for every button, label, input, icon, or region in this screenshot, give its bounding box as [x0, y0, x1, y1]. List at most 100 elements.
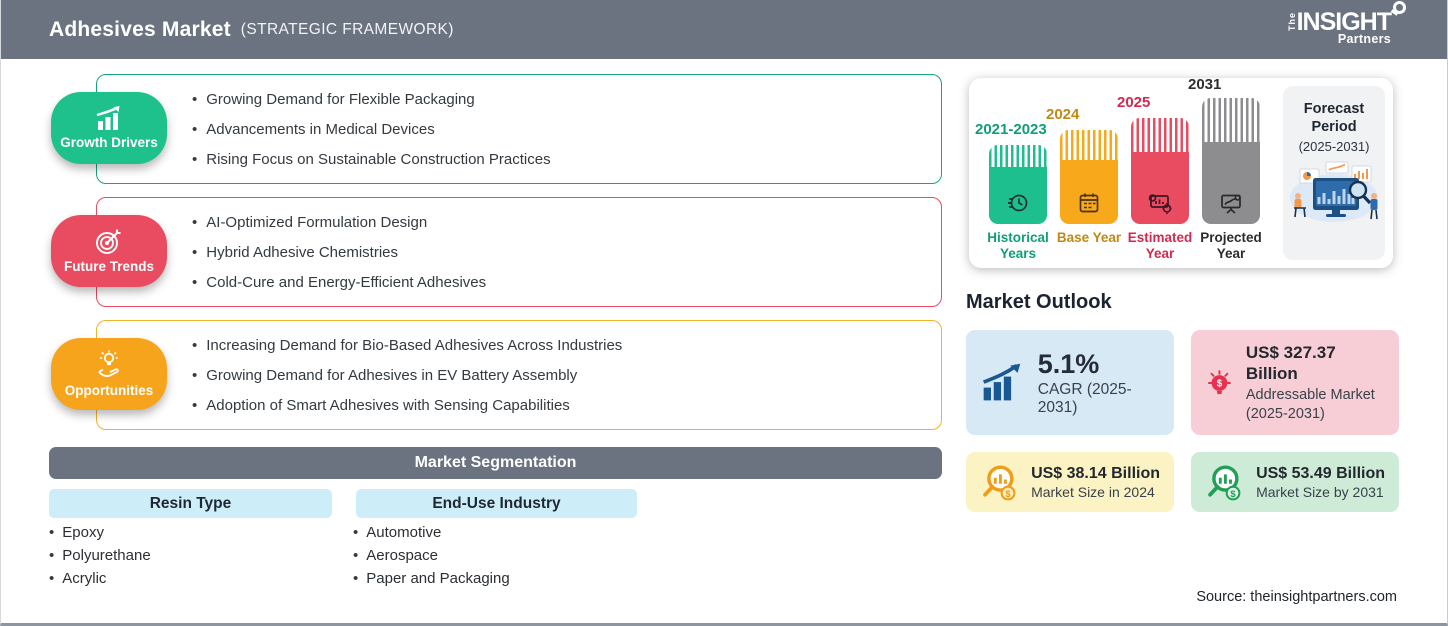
bulb-hand-icon: [98, 350, 119, 377]
bar-chart-growth-icon: [982, 363, 1021, 400]
historical-years-label: Historical Years: [987, 230, 1049, 261]
cagr-value: 5.1%: [1037, 348, 1100, 379]
market-size-2024-card: $ US$ 38.14 Billion Market Size in 2024: [966, 452, 1174, 512]
resin-type-header: Resin Type: [49, 489, 332, 518]
projected-year-bar: [1202, 98, 1260, 224]
list-item: •Automotive: [353, 524, 442, 541]
bar-stripes: [1131, 118, 1189, 152]
market-size-2031-value: US$ 53.49 Billion: [1256, 465, 1385, 482]
bar-stripes: [1060, 130, 1118, 160]
base-year-label: Base Year: [1056, 230, 1122, 245]
list-item: •Epoxy: [49, 524, 104, 541]
magnifier-chart-dollar-icon: $: [1208, 465, 1241, 501]
projected-year-label: Projected Year: [1200, 230, 1262, 261]
opportunities-box: •Increasing Demand for Bio-Based Adhesiv…: [96, 320, 942, 430]
list-item: •Polyurethane: [49, 547, 151, 564]
end-use-industry-list: •Automotive •Aerospace •Paper and Packag…: [353, 524, 510, 587]
cagr-label: CAGR (2025-2031): [1037, 380, 1132, 416]
calendar-icon: [1079, 193, 1099, 213]
timeline-year: 2025: [1117, 94, 1151, 111]
target-dart-icon: [96, 229, 121, 254]
market-size-2024-value: US$ 38.14 Billion: [1031, 465, 1160, 482]
logo-insight-text: INSIGHT: [1297, 1, 1406, 35]
bullet-icon: •: [49, 524, 55, 541]
market-size-2031-label: Market Size by 2031: [1256, 484, 1384, 500]
source-text: Source: theinsightpartners.com: [1196, 589, 1397, 605]
bullet-icon: •: [192, 366, 198, 384]
svg-text:$: $: [1230, 489, 1236, 499]
pill-label: Future Trends: [63, 259, 154, 274]
list-item: •Adoption of Smart Adhesives with Sensin…: [192, 396, 570, 414]
opportunities-pill: Opportunities: [51, 338, 167, 410]
page-subtitle: (STRATEGIC FRAMEWORK): [240, 20, 454, 38]
magnifier-chart-dollar-icon: $: [983, 465, 1016, 501]
bar-stripes: [1202, 98, 1260, 142]
market-size-2024-label: Market Size in 2024: [1031, 484, 1155, 500]
growth-drivers-pill: Growth Drivers: [51, 92, 167, 164]
bullet-icon: •: [192, 273, 198, 291]
future-trends-box: •AI-Optimized Formulation Design •Hybrid…: [96, 197, 942, 307]
forecast-period-panel: Forecast Period (2025-2031): [1283, 86, 1385, 260]
list-item: •AI-Optimized Formulation Design: [192, 213, 428, 231]
forecast-period-range: (2025-2031): [1298, 139, 1370, 154]
logo-partners-text: Partners: [1337, 32, 1391, 46]
future-trends-pill: Future Trends: [51, 215, 167, 287]
analytics-illustration: [1290, 161, 1378, 222]
estimated-year-label: Estimated Year: [1127, 230, 1193, 261]
bullet-icon: •: [353, 570, 359, 587]
list-item: •Growing Demand for Flexible Packaging: [192, 90, 475, 108]
bullet-icon: •: [353, 547, 359, 564]
addressable-market-value: US$ 327.37 Billion: [1245, 342, 1336, 383]
timeline-card: 2021-2023 2024 2025 2031: [969, 76, 1393, 268]
projection-screen-icon: [1221, 194, 1241, 214]
logo-the-text: The: [1286, 11, 1297, 31]
bullet-icon: •: [192, 243, 198, 261]
list-item: •Acrylic: [49, 570, 107, 587]
timeline-year: 2031: [1188, 76, 1222, 93]
bullet-icon: •: [49, 547, 55, 564]
svg-text:$: $: [1005, 489, 1011, 499]
forecast-period-title: Forecast Period: [1303, 101, 1365, 135]
list-item: •Paper and Packaging: [353, 570, 510, 587]
addressable-market-card: $ US$ 327.37 Billion Addressable Market …: [1191, 330, 1399, 435]
end-use-industry-header: End-Use Industry: [356, 489, 637, 518]
bullet-icon: •: [49, 570, 55, 587]
pill-label: Opportunities: [64, 383, 154, 398]
market-outlook-title: Market Outlook: [966, 291, 1112, 313]
growth-drivers-box: •Growing Demand for Flexible Packaging •…: [96, 74, 942, 184]
list-item: •Rising Focus on Sustainable Constructio…: [192, 150, 551, 168]
magnifier-icon: [1393, 1, 1406, 14]
bullet-icon: •: [192, 150, 198, 168]
historical-years-bar: [989, 145, 1047, 224]
history-clock-icon: [1008, 194, 1028, 212]
list-item: •Cold-Cure and Energy-Efficient Adhesive…: [192, 273, 487, 291]
market-size-2031-card: $ US$ 53.49 Billion Market Size by 2031: [1191, 452, 1399, 512]
estimated-year-bar: [1131, 118, 1189, 224]
bullet-icon: •: [192, 90, 198, 108]
page-title: Adhesives Market: [49, 17, 231, 41]
list-item: •Aerospace: [353, 547, 438, 564]
timeline-year: 2024: [1046, 106, 1080, 123]
list-item: •Growing Demand for Adhesives in EV Batt…: [192, 366, 578, 384]
list-item: •Advancements in Medical Devices: [192, 120, 435, 138]
bullet-icon: •: [192, 213, 198, 231]
list-item: •Increasing Demand for Bio-Based Adhesiv…: [192, 336, 623, 354]
bullet-icon: •: [192, 120, 198, 138]
bulb-dollar-icon: $: [1207, 369, 1231, 394]
bullet-icon: •: [192, 396, 198, 414]
pill-label: Growth Drivers: [60, 135, 158, 150]
market-segmentation-bar: Market Segmentation: [49, 447, 942, 479]
bar-stripes: [989, 145, 1047, 167]
timeline-year: 2021-2023: [975, 121, 1047, 138]
base-year-bar: [1060, 130, 1118, 224]
brand-logo: The INSIGHT Partners: [1286, 1, 1406, 46]
growth-chart-icon: [96, 106, 120, 130]
cagr-card: 5.1% CAGR (2025-2031): [966, 330, 1174, 435]
monitor-gear-icon: [1148, 194, 1172, 214]
list-item: •Hybrid Adhesive Chemistries: [192, 243, 399, 261]
addressable-market-label: Addressable Market (2025-2031): [1245, 386, 1375, 422]
header-bar: Adhesives Market (STRATEGIC FRAMEWORK) T…: [1, 0, 1447, 59]
bullet-icon: •: [192, 336, 198, 354]
resin-type-list: •Epoxy •Polyurethane •Acrylic: [49, 524, 151, 587]
